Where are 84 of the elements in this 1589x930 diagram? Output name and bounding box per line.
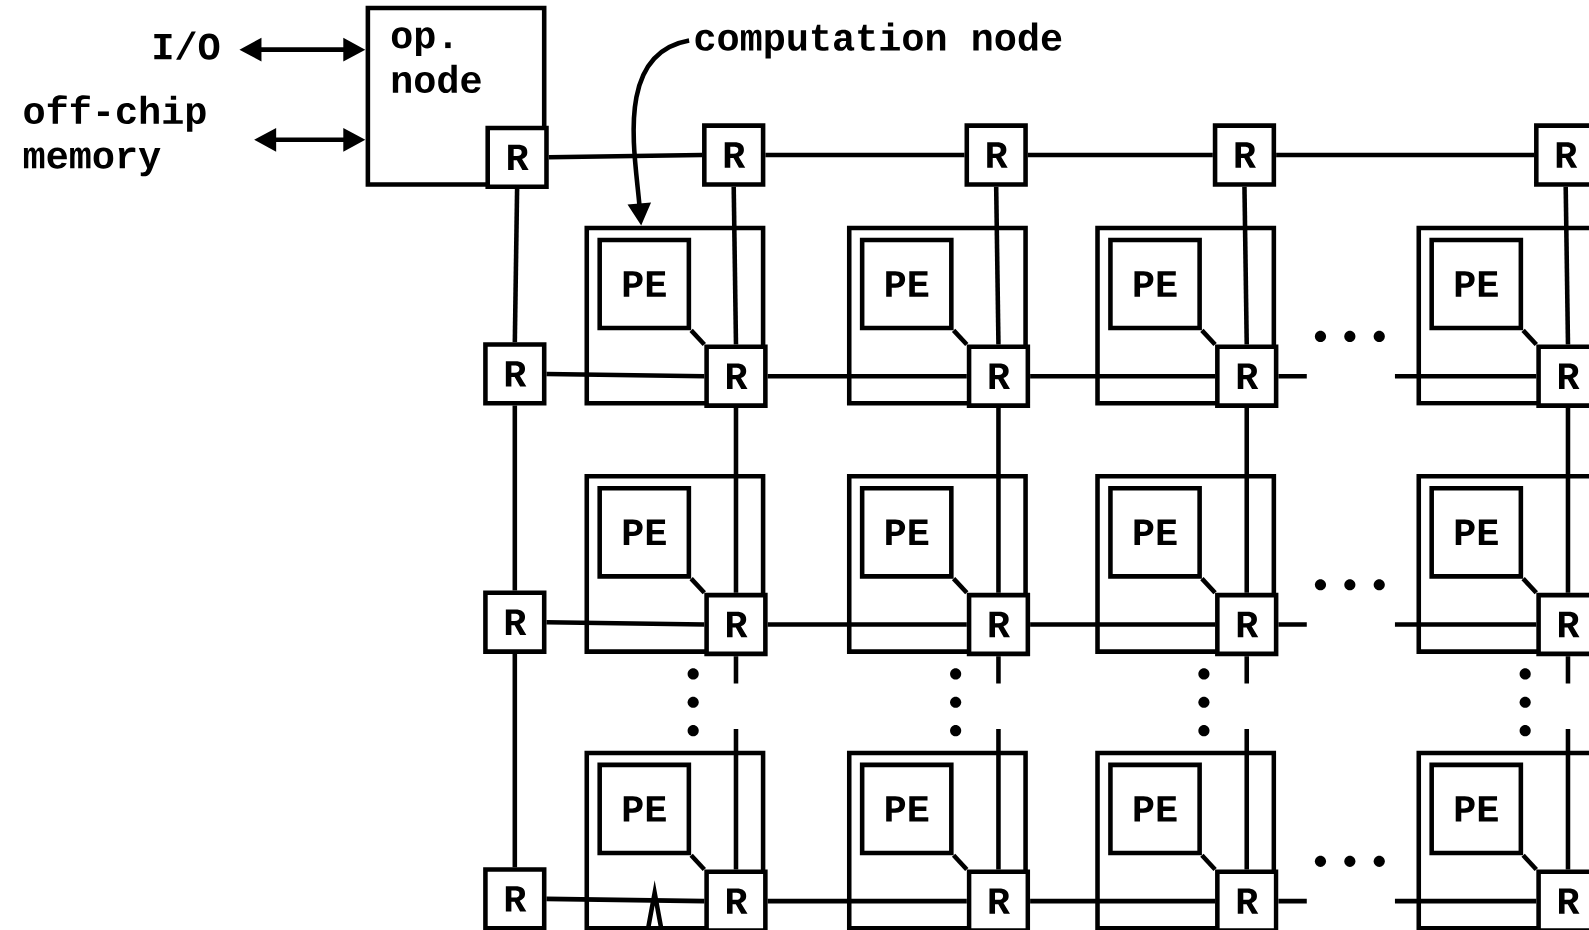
link-line bbox=[1030, 622, 1216, 627]
router-box: R bbox=[485, 125, 549, 189]
link-line bbox=[733, 407, 739, 593]
connector-line bbox=[1200, 328, 1217, 346]
connector-line bbox=[689, 576, 706, 595]
connector-line bbox=[1200, 853, 1217, 871]
computation-node-box bbox=[1416, 225, 1589, 406]
link-line bbox=[1565, 407, 1571, 593]
link-line bbox=[1276, 152, 1535, 158]
link-line bbox=[1563, 186, 1571, 345]
router-box: R bbox=[704, 344, 768, 408]
computation-node-box bbox=[1095, 750, 1277, 930]
pe-box: PE bbox=[1429, 237, 1524, 331]
link-line bbox=[1030, 373, 1216, 379]
router-box: R bbox=[704, 869, 768, 930]
link-line bbox=[1244, 656, 1249, 870]
router-box: R bbox=[1536, 344, 1589, 408]
link-line bbox=[1242, 186, 1249, 345]
connector-line bbox=[1521, 576, 1538, 595]
pe-box: PE bbox=[1429, 762, 1524, 856]
router-box: R bbox=[1212, 123, 1277, 187]
router-box: R bbox=[1215, 869, 1279, 930]
router-box: R bbox=[966, 344, 1031, 408]
router-box: R bbox=[1536, 869, 1589, 930]
link-line bbox=[767, 622, 967, 627]
connector-line bbox=[951, 576, 969, 595]
link-line bbox=[1278, 898, 1537, 904]
link-line bbox=[731, 186, 739, 345]
router-box: R bbox=[702, 123, 766, 187]
connector-line bbox=[1521, 853, 1538, 871]
connector-line bbox=[1521, 328, 1538, 346]
connector-line bbox=[951, 328, 969, 346]
node-label: computation node bbox=[695, 22, 1062, 59]
link-line bbox=[546, 896, 705, 904]
pe-box: PE bbox=[1108, 762, 1202, 856]
computation-node-box bbox=[1416, 750, 1589, 930]
link-line bbox=[512, 188, 520, 343]
link-line bbox=[996, 407, 1001, 593]
link-line bbox=[1027, 152, 1213, 158]
pe-box: PE bbox=[1108, 485, 1202, 579]
router-box: R bbox=[704, 592, 768, 656]
pe-box: PE bbox=[859, 237, 954, 331]
link-line bbox=[512, 405, 518, 591]
router-box: R bbox=[483, 867, 547, 930]
router-box: R bbox=[1215, 592, 1279, 656]
router-box: R bbox=[964, 123, 1028, 187]
computation-node-box bbox=[584, 750, 766, 930]
connector-line bbox=[951, 853, 969, 871]
pe-box: PE bbox=[859, 485, 954, 579]
pe-box: PE bbox=[597, 485, 692, 579]
link-line bbox=[765, 152, 965, 158]
memory-label: off-chip memory bbox=[23, 95, 206, 177]
link-line bbox=[996, 656, 1001, 870]
computation-node-box bbox=[1416, 473, 1589, 654]
pe-box: PE bbox=[1108, 237, 1202, 331]
connector-line bbox=[1200, 576, 1217, 595]
link-line bbox=[993, 186, 1001, 345]
link-line bbox=[1030, 898, 1216, 904]
computation-node-box bbox=[846, 750, 1028, 930]
link-line bbox=[767, 898, 967, 904]
router-box: R bbox=[1534, 123, 1589, 187]
io-label: I/O bbox=[154, 31, 220, 60]
connector-line bbox=[689, 853, 706, 871]
link-line bbox=[512, 653, 518, 868]
pe-box: PE bbox=[859, 762, 954, 856]
router-box: R bbox=[1536, 592, 1589, 656]
link-line bbox=[548, 152, 703, 160]
connector-line bbox=[689, 328, 706, 346]
link-line bbox=[546, 371, 705, 379]
router-box: R bbox=[966, 869, 1031, 930]
link-line bbox=[1244, 407, 1249, 593]
router-box: R bbox=[483, 342, 547, 406]
link-line bbox=[733, 656, 739, 870]
link-line bbox=[1565, 656, 1571, 870]
router-box: R bbox=[1215, 344, 1279, 408]
router-box: R bbox=[483, 590, 547, 654]
pe-box: PE bbox=[597, 237, 692, 331]
link-line bbox=[767, 373, 967, 379]
link-line bbox=[1278, 373, 1537, 379]
pe-box: PE bbox=[1429, 485, 1524, 579]
link-line bbox=[546, 619, 705, 627]
router-box: R bbox=[966, 592, 1031, 656]
link-line bbox=[1278, 622, 1537, 627]
pe-box: PE bbox=[597, 762, 692, 856]
